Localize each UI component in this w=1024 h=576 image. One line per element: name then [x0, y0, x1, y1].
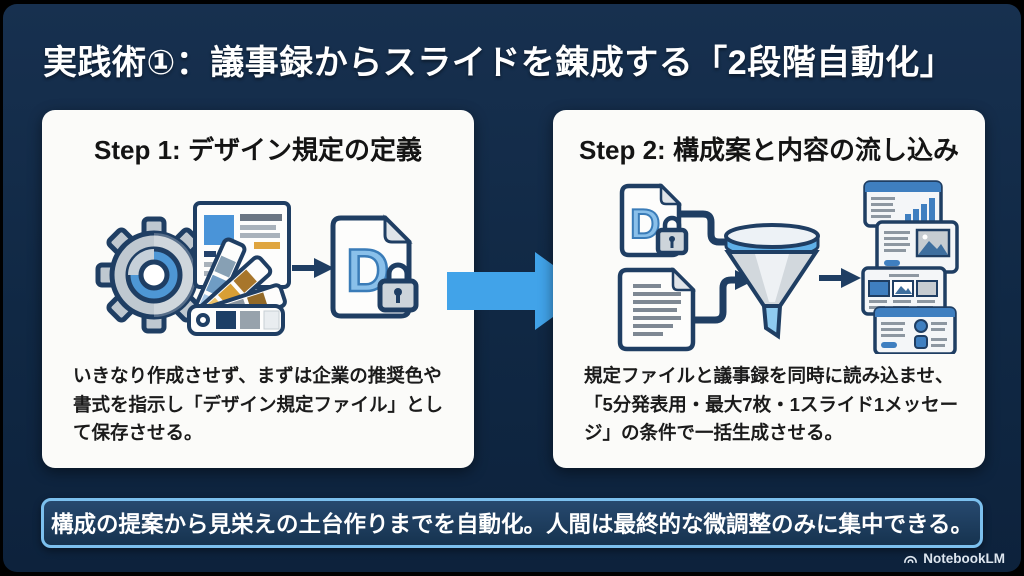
slide-title: 実践術①：議事録からスライドを錬成する「2段階自動化」: [43, 44, 955, 82]
step2-heading: Step 2: 構成案と内容の流し込み: [579, 135, 959, 165]
slides-stack-icon: [861, 180, 959, 354]
step2-illustration: D: [553, 178, 985, 358]
watermark-label: NotebookLM: [923, 551, 1005, 566]
color-swatch-fan-icon: [187, 237, 287, 336]
step2-illustration-svg: D: [617, 180, 959, 354]
step2-description: 規定ファイルと議事録を同時に読み込ませ、「5分発表用・最大7枚・1スライド1メッ…: [584, 365, 959, 444]
funnel-icon: [724, 223, 820, 340]
gear-icon: [95, 216, 213, 334]
slide-chart: [863, 180, 943, 228]
lock-icon: [655, 215, 689, 256]
connector-lines: [681, 210, 737, 324]
design-file-icon: D: [619, 182, 689, 258]
notebooklm-watermark: NotebookLM: [903, 551, 1005, 566]
step1-card: Step 1: デザイン規定の定義: [42, 110, 474, 468]
step2-card: Step 2: 構成案と内容の流し込み D: [553, 110, 985, 468]
step1-description: いきなり作成させず、まずは企業の推奨色や書式を指示し「デザイン規定ファイル」とし…: [73, 365, 444, 444]
slide-image: [875, 220, 959, 274]
slide-list: [873, 306, 957, 354]
lock-icon: [377, 262, 419, 313]
presentation-slide: 実践術①：議事録からスライドを錬成する「2段階自動化」 Step 1: デザイン…: [3, 4, 1021, 572]
summary-banner: 構成の提案から見栄えの土台作りまでを自動化。人間は最終的な微調整のみに集中できる…: [41, 498, 983, 548]
design-file-icon: D: [330, 214, 419, 319]
step1-heading: Step 1: デザイン規定の定義: [94, 135, 422, 165]
minutes-doc-icon: [617, 266, 697, 352]
step1-illustration: D: [42, 178, 474, 358]
summary-text: 構成の提案から見栄えの土台作りまでを自動化。人間は最終的な微調整のみに集中できる…: [50, 512, 974, 537]
arrow-right-icon: [819, 268, 861, 288]
step1-illustration-svg: D: [95, 201, 419, 336]
arrow-right-icon: [292, 258, 334, 278]
notebooklm-icon: [904, 555, 918, 564]
